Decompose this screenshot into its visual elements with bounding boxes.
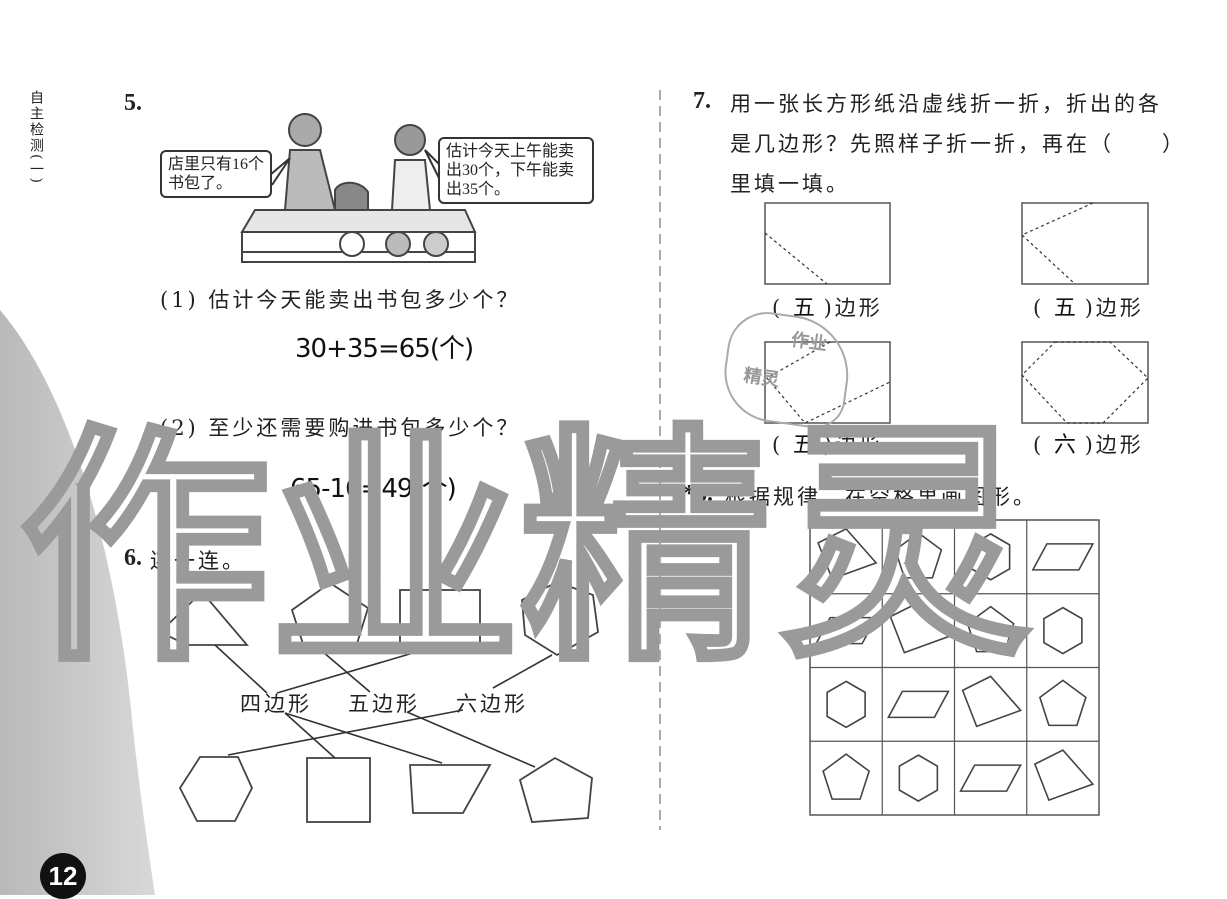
shape-hexagon-top — [521, 581, 599, 657]
page-number: 12 — [40, 853, 86, 899]
grid-shape-hexagon — [970, 532, 1011, 581]
grid-shape-parallelogram — [814, 616, 878, 645]
side-label: 自主检测(一) — [28, 90, 44, 185]
grid-shape-kite — [1033, 749, 1095, 802]
q6-number: 6. — [124, 545, 142, 571]
speech-bubble-left: 店里只有16个书包了。 — [160, 150, 272, 198]
watermark-char-1: 作 — [18, 404, 273, 695]
grid-shape-hexagon — [826, 680, 866, 729]
q5-answer1: 30+35=65(个) — [295, 334, 474, 364]
shape-trapezoid-bottom — [409, 764, 492, 814]
shape-quadrilateral-top — [158, 590, 249, 646]
q6-title: 连一连。 — [150, 549, 246, 573]
shape-rectangle-top — [399, 589, 481, 648]
grid-shape-hexagon — [898, 754, 939, 803]
shape-hexagon-bottom — [178, 756, 253, 822]
grid-shape-parallelogram — [959, 764, 1022, 792]
grid-shape-pentagon — [1038, 679, 1087, 727]
fold-answer-4: ( 六 )边形 — [1033, 433, 1144, 458]
speech-bubble-right: 估计今天上午能卖出30个，下午能卖出35个。 — [438, 137, 594, 204]
grid-shape-kite — [889, 601, 950, 654]
grid-shape-pentagon — [822, 753, 871, 800]
grid-shape-hexagon — [1043, 606, 1083, 655]
q7-line3: 里填一填。 — [730, 172, 850, 196]
grid-shape-parallelogram — [887, 690, 950, 719]
shape-pentagon-top — [290, 581, 370, 651]
watermark-char-4: 灵 — [778, 399, 1033, 690]
grid-shape-kite — [817, 527, 878, 580]
shape-square-bottom — [306, 757, 371, 823]
connection-lines — [214, 644, 553, 768]
fold-answer-2: ( 五 )边形 — [1033, 296, 1144, 321]
label-quadrilateral: 四边形 — [240, 692, 312, 716]
q5-number: 5. — [124, 90, 142, 116]
fold-answer-3: ( 五 )边形 — [772, 433, 883, 458]
grid-shape-pentagon — [966, 605, 1015, 653]
q7-line1: 用一张长方形纸沿虚线折一折，折出的各 — [730, 92, 1162, 116]
q7-number: 7. — [693, 88, 711, 114]
q8-title: 根据规律，在空格里画图形。 — [725, 485, 1037, 509]
q5-sub2: (2) 至少还需要购进书包多少个？ — [160, 416, 521, 440]
q8-number: *8. — [683, 481, 713, 507]
watermark-char-2: 业 — [268, 409, 523, 700]
label-hexagon: 六边形 — [456, 692, 528, 716]
q5-answer2: 65-16=49(个) — [290, 474, 457, 504]
fold-answer-1: ( 五 )边形 — [772, 296, 883, 321]
watermark-char-3: 精 — [518, 404, 773, 695]
grid-shape-pentagon — [894, 531, 943, 579]
label-pentagon: 五边形 — [348, 692, 420, 716]
grid-shape-kite — [961, 675, 1023, 728]
grid-shape-parallelogram — [1031, 543, 1095, 571]
shape-pentagon-bottom — [518, 756, 593, 823]
q5-sub1: (1) 估计今天能卖出书包多少个？ — [160, 288, 521, 312]
q7-line2: 是几边形？先照样子折一折，再在（ ） — [730, 132, 1186, 156]
